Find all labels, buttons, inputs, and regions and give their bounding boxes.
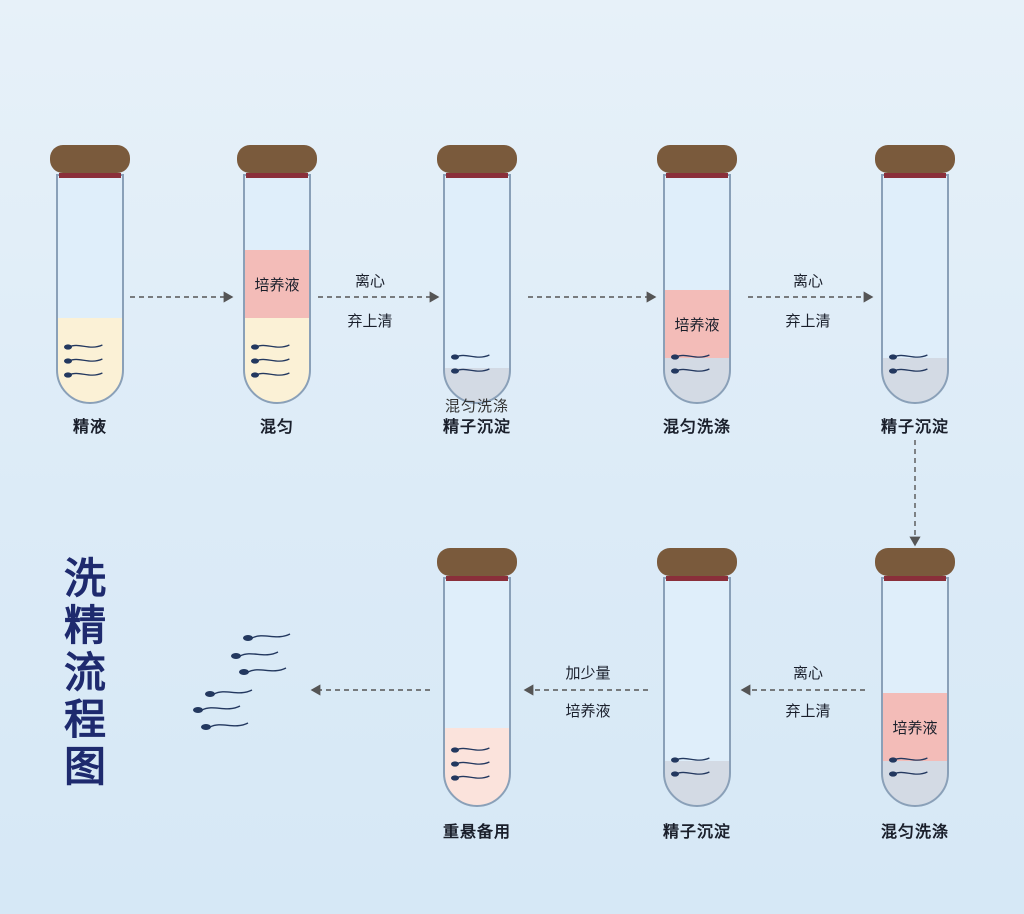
- step-1-line1: 离心: [354, 272, 385, 290]
- title-char-2: 精: [63, 601, 106, 650]
- title-char-1: 洗: [63, 554, 106, 603]
- test-tube-7: [657, 548, 737, 807]
- tube-label-7: 精子沉淀: [662, 822, 731, 841]
- title-char-5: 图: [63, 742, 106, 791]
- tube-label-8: 重悬备用: [442, 822, 511, 841]
- liquid-layer-semen: [57, 318, 123, 403]
- free-sperm-icon: [243, 633, 291, 641]
- step-3-line2: 弃上清: [785, 702, 831, 720]
- step-4-line1: 加少量: [565, 664, 611, 682]
- tube-cap: [50, 145, 130, 173]
- sperm-icon: [251, 344, 290, 350]
- tube-cap: [657, 548, 737, 576]
- liquid-layer-medium: [664, 290, 730, 358]
- free-sperm-icon: [231, 651, 279, 659]
- cap-band: [884, 576, 946, 581]
- test-tube-2: 培养液: [237, 145, 317, 404]
- sperm-icon: [889, 757, 928, 763]
- sperm-icon: [451, 775, 490, 781]
- title-char-4: 程: [63, 695, 106, 744]
- cap-band: [666, 173, 728, 178]
- sperm-icon: [889, 354, 928, 360]
- cap-band: [59, 173, 121, 178]
- sperm-icon: [64, 372, 103, 378]
- free-sperm-icon: [201, 722, 249, 730]
- sperm-icon: [889, 771, 928, 777]
- test-tube-4: 培养液: [657, 145, 737, 404]
- sperm-icon: [671, 368, 710, 374]
- liquid-layer-sediment: [664, 358, 730, 403]
- tube-label-2: 混匀: [259, 417, 294, 436]
- sperm-icon: [451, 761, 490, 767]
- sperm-icon: [671, 354, 710, 360]
- sperm-icon: [671, 771, 710, 777]
- cap-band: [666, 576, 728, 581]
- sperm-icon: [64, 358, 103, 364]
- test-tube-6: 培养液: [875, 548, 955, 807]
- sperm-icon: [451, 354, 490, 360]
- sperm-icon: [451, 368, 490, 374]
- liquid-layer-sediment: [882, 761, 948, 806]
- liquid-layer-medium_resuspend: [444, 728, 510, 806]
- sperm-icon: [251, 358, 290, 364]
- sperm-icon: [64, 344, 103, 350]
- test-tube-3: [437, 145, 517, 404]
- cap-band: [446, 576, 508, 581]
- liquid-layer-medium: [882, 693, 948, 761]
- sperm-icon: [889, 368, 928, 374]
- tube-glass: [882, 175, 948, 403]
- tube-cap: [437, 548, 517, 576]
- step-4-line2: 培养液: [565, 702, 611, 720]
- free-sperm-icon: [205, 689, 253, 697]
- tube-cap: [237, 145, 317, 173]
- step-2-line1: 离心: [792, 272, 823, 290]
- sperm-icon: [251, 372, 290, 378]
- liquid-layer-sediment: [664, 761, 730, 806]
- test-tube-1: [50, 145, 130, 404]
- cap-band: [246, 173, 308, 178]
- step-3-line1: 离心: [792, 664, 823, 682]
- sperm-icon: [451, 747, 490, 753]
- diagram-title: 洗 精 流 程 图: [60, 555, 110, 790]
- tube-cap: [875, 145, 955, 173]
- tube-glass: [444, 175, 510, 403]
- tube-cap: [657, 145, 737, 173]
- step-1-line2: 弃上清: [347, 312, 393, 330]
- liquid-layer-medium: [244, 250, 310, 318]
- tube-label-1: 精液: [72, 417, 107, 436]
- liquid-layer-sediment: [882, 358, 948, 403]
- free-sperm-icon: [193, 705, 241, 713]
- tube-label-4: 混匀洗涤: [662, 417, 731, 436]
- cap-band: [884, 173, 946, 178]
- tube-cap: [437, 145, 517, 173]
- tube-label-overlay: 混匀洗涤: [444, 397, 509, 415]
- tube-label-5: 精子沉淀: [880, 417, 949, 436]
- liquid-layer-semen: [244, 318, 310, 403]
- test-tube-5: [875, 145, 955, 404]
- layer-label: 培养液: [892, 719, 937, 737]
- tube-cap: [875, 548, 955, 576]
- tube-glass: [664, 578, 730, 806]
- test-tube-8: [437, 548, 517, 807]
- layer-label: 培养液: [254, 276, 299, 294]
- sperm-icon: [671, 757, 710, 763]
- tube-label-3: 精子沉淀: [442, 417, 511, 436]
- free-sperm-icon: [239, 667, 287, 675]
- tube-label-6: 混匀洗涤: [880, 822, 949, 841]
- step-2-line2: 弃上清: [785, 312, 831, 330]
- layer-label: 培养液: [674, 316, 719, 334]
- cap-band: [446, 173, 508, 178]
- title-char-3: 流: [63, 648, 106, 697]
